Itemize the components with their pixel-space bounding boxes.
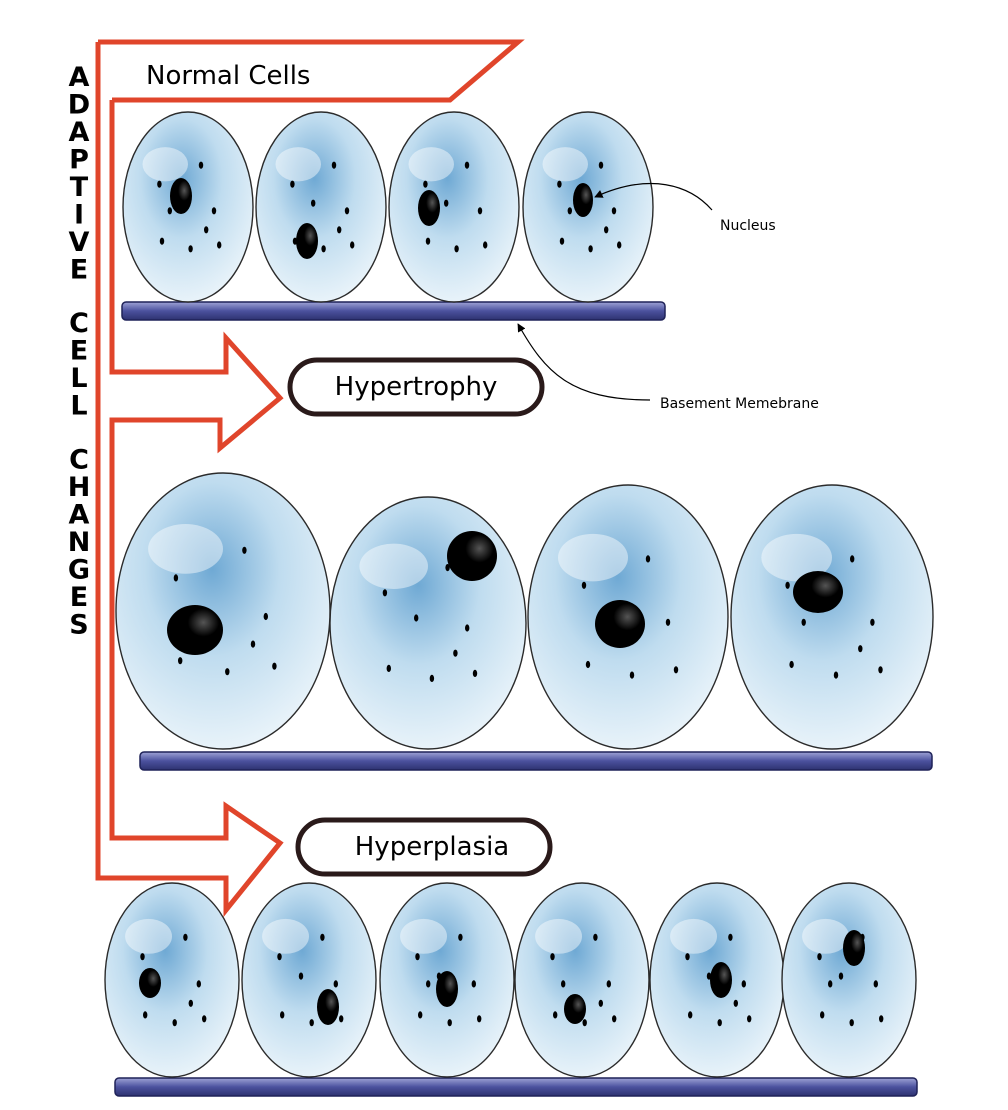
hyperplasia-nucleus bbox=[564, 994, 586, 1024]
normal-cells-heading: Normal Cells bbox=[146, 61, 310, 91]
hyperplasia-nucleus bbox=[139, 968, 161, 998]
hyperplasia-nucleus bbox=[436, 971, 458, 1007]
hyperplasia-nucleus bbox=[317, 989, 339, 1025]
normal-cell bbox=[122, 111, 254, 303]
hypertrophy-nucleus bbox=[447, 531, 497, 581]
hypertrophy-title: Hypertrophy bbox=[335, 372, 498, 402]
normal-cells-row bbox=[122, 111, 654, 303]
hypertrophy-cells-row bbox=[115, 472, 934, 750]
normal-cell bbox=[255, 111, 387, 303]
normal-nucleus bbox=[170, 178, 192, 214]
membrane-hyperplasia bbox=[114, 1077, 918, 1097]
hyperplasia-label-box: Hyperplasia bbox=[295, 817, 553, 877]
normal-cells-title: Normal Cells bbox=[146, 61, 310, 91]
hyperplasia-title: Hyperplasia bbox=[355, 832, 510, 862]
membrane-normal bbox=[121, 301, 666, 321]
hypertrophy-cell bbox=[115, 472, 331, 750]
nucleus-annotation: Nucleus bbox=[594, 183, 776, 234]
basement-membrane-label: Basement Memebrane bbox=[660, 396, 819, 412]
hypertrophy-cell bbox=[730, 484, 934, 750]
hypertrophy-nucleus bbox=[793, 571, 843, 613]
hyperplasia-cell bbox=[514, 882, 650, 1078]
hypertrophy-cell bbox=[527, 484, 729, 750]
normal-cells-banner bbox=[98, 39, 525, 103]
bracket-arrow bbox=[95, 39, 525, 918]
normal-nucleus bbox=[573, 183, 593, 217]
hyperplasia-cell bbox=[241, 882, 377, 1078]
hyperplasia-cells-row bbox=[104, 882, 917, 1078]
normal-nucleus bbox=[418, 190, 440, 226]
nucleus-label: Nucleus bbox=[720, 218, 776, 234]
hyperplasia-cell bbox=[104, 882, 240, 1078]
hyperplasia-nucleus bbox=[843, 930, 865, 966]
hypertrophy-arrow bbox=[95, 42, 284, 918]
membrane-hypertrophy bbox=[139, 751, 933, 771]
hypertrophy-label-box: Hypertrophy bbox=[287, 357, 545, 417]
hyperplasia-cell bbox=[649, 882, 785, 1078]
hypertrophy-cell bbox=[329, 496, 527, 750]
normal-cell bbox=[388, 111, 520, 303]
normal-nucleus bbox=[296, 223, 318, 259]
hyperplasia-nucleus bbox=[710, 962, 732, 998]
hyperplasia-cell bbox=[379, 882, 515, 1078]
hypertrophy-nucleus bbox=[595, 600, 645, 648]
basement-membranes bbox=[114, 301, 933, 1097]
hyperplasia-cell bbox=[781, 882, 917, 1078]
normal-cell bbox=[522, 111, 654, 303]
hypertrophy-nucleus bbox=[167, 605, 223, 655]
basement-membrane-annotation: Basement Memebrane bbox=[517, 323, 819, 412]
